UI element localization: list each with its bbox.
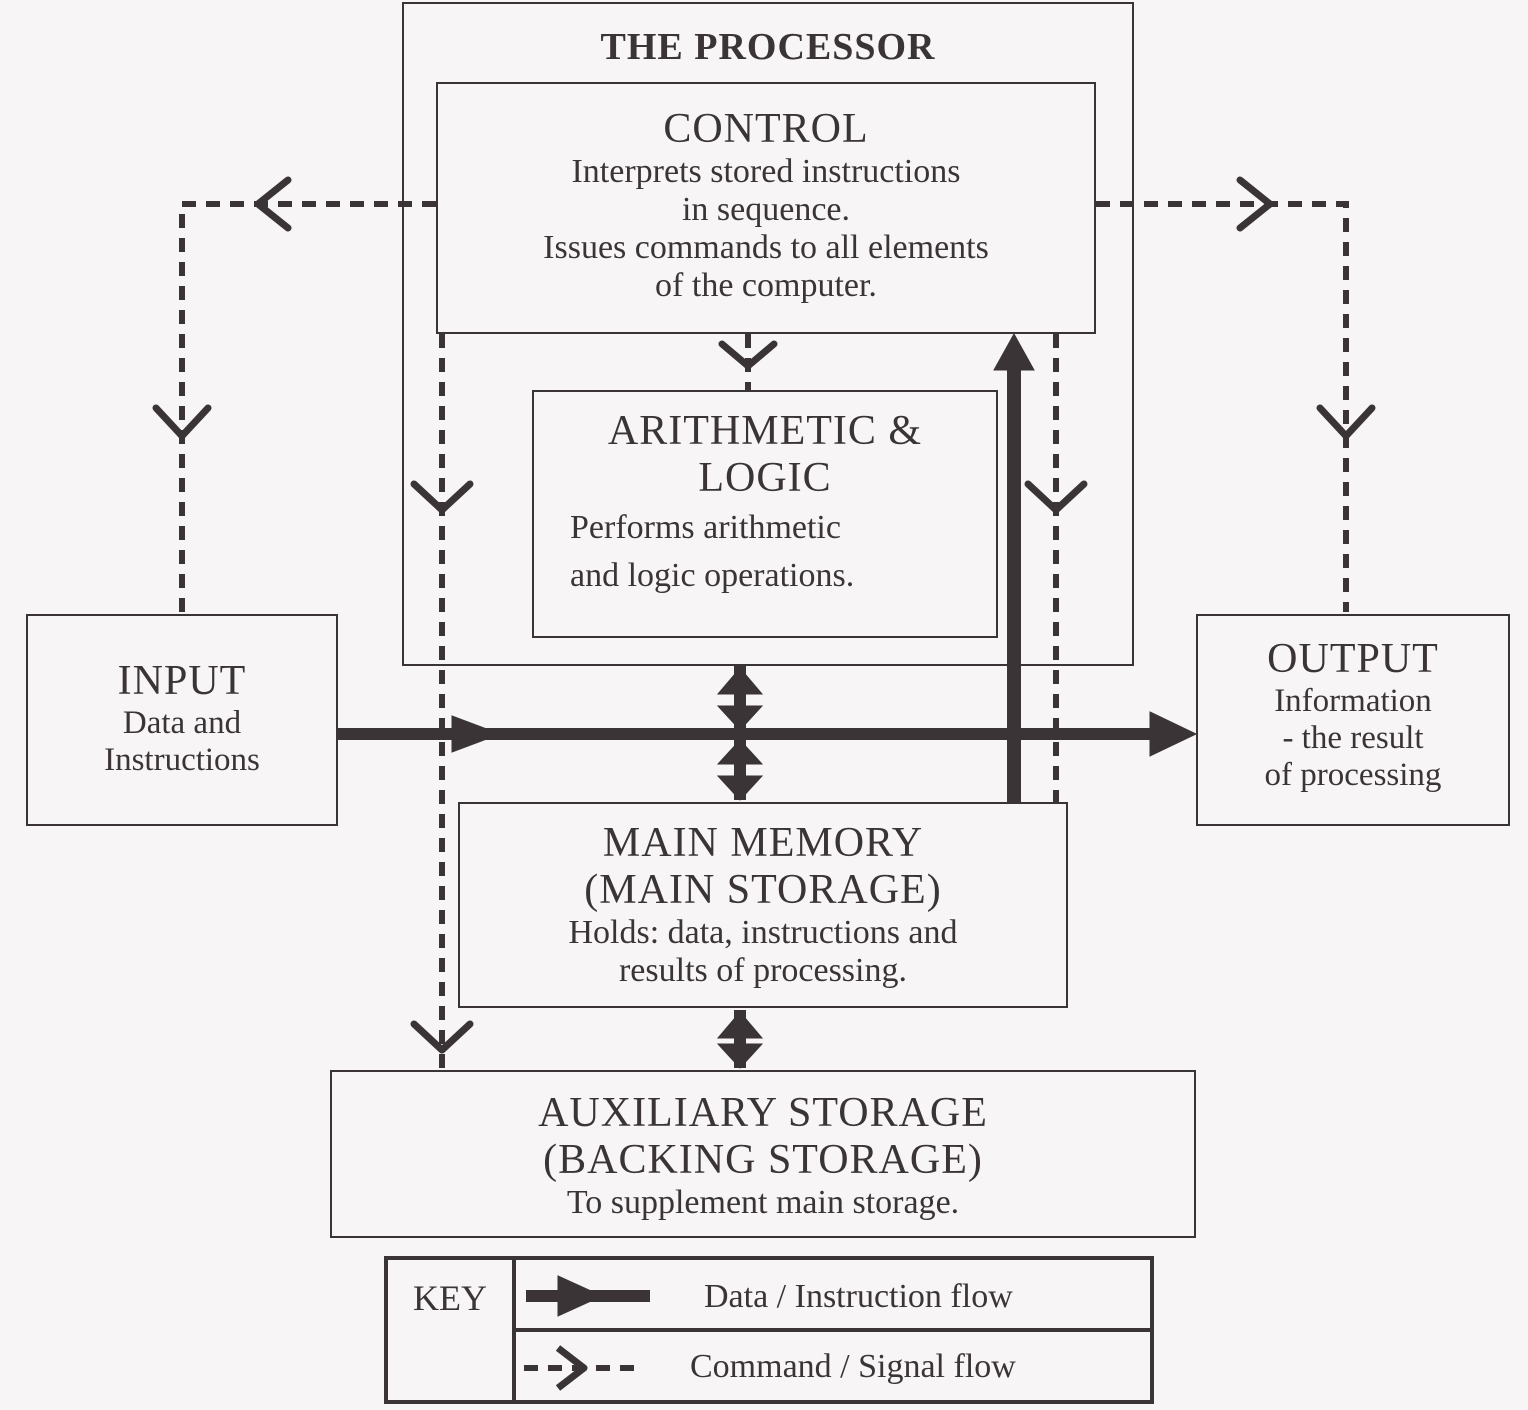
- key-command-arrowhead: [555, 1345, 588, 1391]
- alu-desc-line: Performs arithmetic: [570, 509, 841, 547]
- command-line-to-output: [1096, 201, 1349, 612]
- main-memory-box: MAIN MEMORY (MAIN STORAGE) Holds: data, …: [458, 802, 1068, 1008]
- memory-desc-line: Holds: data, instructions and: [568, 914, 958, 952]
- input-desc-line: Instructions: [104, 741, 260, 778]
- arrowhead-left-input: [254, 176, 292, 232]
- arrowhead-down-alu: [718, 340, 778, 370]
- input-box: INPUT Data and Instructions: [26, 614, 338, 826]
- input-title: INPUT: [117, 658, 247, 704]
- output-desc-line: Information: [1274, 683, 1432, 720]
- arrowhead-data-control: [993, 332, 1035, 371]
- memory-desc-line: results of processing.: [618, 952, 907, 990]
- arrowhead-down-memory: [716, 775, 764, 801]
- processor-box: THE PROCESSOR: [402, 2, 1134, 666]
- auxiliary-title-line: (BACKING STORAGE): [543, 1137, 983, 1184]
- key-label: KEY: [413, 1278, 487, 1318]
- alu-title-line: LOGIC: [698, 455, 832, 502]
- arrowhead-down-auxiliary-data: [716, 1043, 764, 1069]
- auxiliary-title-line: AUXILIARY STORAGE: [538, 1090, 988, 1136]
- arrowhead-down-auxiliary: [410, 1020, 474, 1054]
- control-box: CONTROL Interprets stored instructions i…: [436, 82, 1096, 334]
- arrowhead-down-left-column: [410, 480, 474, 514]
- key-data-flow-label: Data / Instruction flow: [704, 1278, 1013, 1315]
- auxiliary-storage-box: AUXILIARY STORAGE (BACKING STORAGE) To s…: [330, 1070, 1196, 1238]
- legend-key: KEY Data / Instruction flow Command / Si…: [384, 1256, 1154, 1404]
- arrowhead-up-bus: [716, 739, 764, 765]
- auxiliary-desc-line: To supplement main storage.: [566, 1184, 960, 1222]
- control-title: CONTROL: [663, 106, 869, 152]
- arrowhead-up-alu: [716, 667, 764, 695]
- control-desc-line: in sequence.: [681, 191, 851, 229]
- arrowhead-down-output: [1316, 404, 1376, 440]
- memory-title-line: (MAIN STORAGE): [584, 867, 942, 914]
- output-desc-line: - the result: [1282, 719, 1424, 756]
- arrowhead-data-mid: [451, 715, 502, 753]
- alu-box: ARITHMETIC & LOGIC Performs arithmetic a…: [532, 390, 998, 638]
- control-desc-line: Issues commands to all elements: [543, 229, 989, 267]
- key-command-flow-label: Command / Signal flow: [690, 1348, 1016, 1385]
- output-title: OUTPUT: [1267, 636, 1439, 682]
- input-desc-line: Data and: [122, 705, 242, 742]
- arrowhead-up-memory: [716, 1011, 764, 1039]
- command-line-to-input: [179, 201, 436, 612]
- key-symbols: [524, 1275, 650, 1391]
- arrowhead-down-input: [152, 404, 212, 440]
- arrowhead-data-output: [1149, 711, 1198, 757]
- control-desc-line: of the computer.: [655, 267, 877, 305]
- arrowhead-down-bus: [716, 705, 764, 731]
- output-desc-line: of processing: [1264, 756, 1442, 793]
- alu-title-line: ARITHMETIC &: [607, 408, 923, 454]
- arrowhead-down-right-column: [1024, 480, 1088, 514]
- key-divider: [512, 1328, 1152, 1332]
- alu-desc-line: and logic operations.: [570, 557, 855, 595]
- key-data-arrowhead: [557, 1275, 604, 1317]
- processor-title: THE PROCESSOR: [600, 26, 936, 68]
- arrowhead-right-output: [1236, 176, 1274, 232]
- output-box: OUTPUT Information - the result of proce…: [1196, 614, 1510, 826]
- control-desc-line: Interprets stored instructions: [571, 153, 961, 191]
- memory-title-line: MAIN MEMORY: [602, 820, 924, 866]
